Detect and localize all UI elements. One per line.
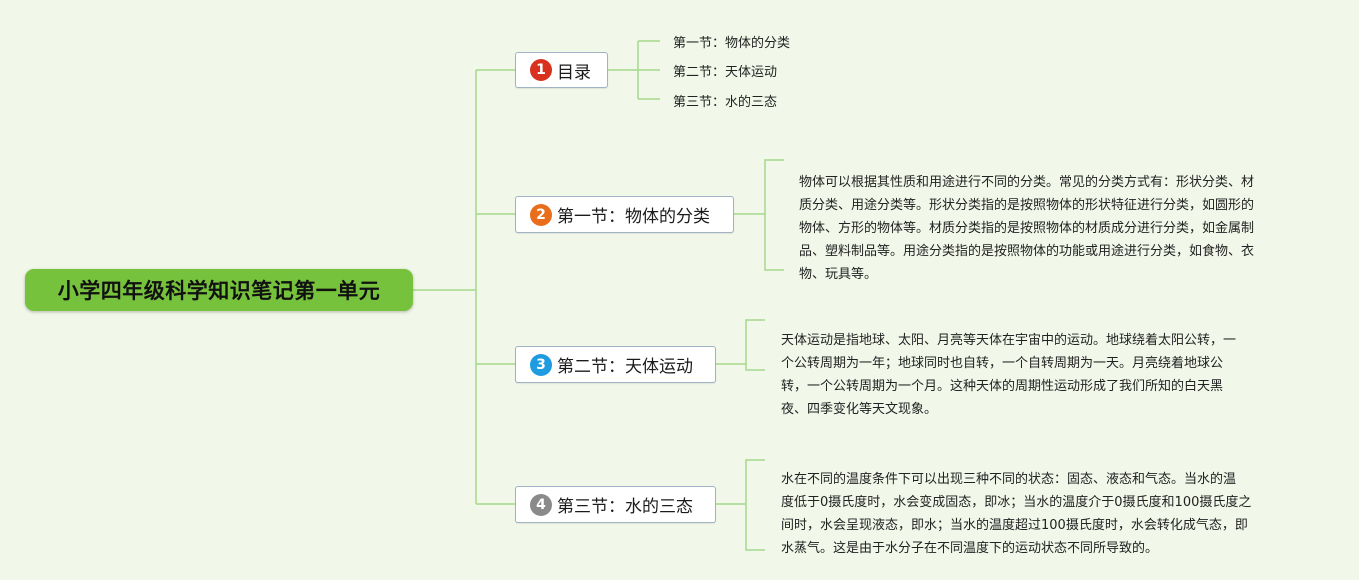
subtopic-item[interactable]: 第三节：水的三态 [673, 95, 778, 110]
subtopic-item[interactable]: 第二节：天体运动 [673, 65, 778, 80]
note-line: 水在不同的温度条件下可以出现三种不同的状态：固态、液态和气态。当水的温 [781, 472, 1237, 487]
branch-label: 目录 [557, 62, 591, 83]
branch-label: 第二节：天体运动 [557, 357, 693, 377]
note-section-2: 天体运动是指地球、太阳、月亮等天体在宇宙中的运动。地球绕着太阳公转，一 个公转周… [781, 329, 1236, 421]
note-section-3: 水在不同的温度条件下可以出现三种不同的状态：固态、液态和气态。当水的温 度低于0… [781, 468, 1251, 560]
note-line: 个公转周期为一年；地球同时也自转，一个自转周期为一天。月亮绕着地球公 [781, 356, 1224, 371]
connector-branch-3-bracket [745, 319, 765, 371]
note-line: 度低于0摄氏度时，水会变成固态，即冰；当水的温度介于0摄氏度和100摄氏度之 [781, 495, 1252, 510]
connector-branch-2-bracket [764, 159, 784, 271]
connector-branch-4-bracket [745, 459, 765, 551]
note-line: 夜、四季变化等天文现象。 [781, 402, 938, 417]
branch-topic-section-2[interactable]: 3 第二节：天体运动 [515, 346, 716, 383]
note-line: 间时，水会呈现液态，即水；当水的温度超过100摄氏度时，水会转化成气态，即 [781, 518, 1248, 533]
note-line: 物、玩具等。 [799, 267, 878, 282]
branch-topic-contents[interactable]: 1 目录 [515, 52, 608, 88]
note-line: 质分类、用途分类等。形状分类指的是按照物体的形状特征进行分类，如圆形的 [799, 198, 1255, 213]
root-title: 小学四年级科学知识笔记第一单元 [57, 279, 381, 303]
note-line: 物体、方形的物体等。材质分类指的是按照物体的材质成分进行分类，如金属制 [799, 221, 1255, 236]
note-section-1: 物体可以根据其性质和用途进行不同的分类。常见的分类方式有：形状分类、材 质分类、… [799, 171, 1254, 286]
note-line: 品、塑料制品等。用途分类指的是按照物体的功能或用途进行分类，如食物、衣 [799, 244, 1255, 259]
number-4-icon: 4 [530, 493, 552, 516]
number-3-icon: 3 [530, 353, 552, 376]
number-1-icon: 1 [530, 59, 552, 81]
note-line: 水蒸气。这是由于水分子在不同温度下的运动状态不同所导致的。 [781, 541, 1159, 556]
root-topic[interactable]: 小学四年级科学知识笔记第一单元 [25, 269, 413, 311]
branch-label: 第三节：水的三态 [557, 497, 693, 517]
subtopic-item[interactable]: 第一节：物体的分类 [673, 36, 791, 51]
note-line: 转，一个公转周期为一个月。这种天体的周期性运动形成了我们所知的白天黑 [781, 379, 1224, 394]
number-2-icon: 2 [530, 203, 552, 226]
branch-label: 第一节：物体的分类 [557, 207, 710, 227]
note-line: 天体运动是指地球、太阳、月亮等天体在宇宙中的运动。地球绕着太阳公转，一 [781, 333, 1237, 348]
branch-topic-section-1[interactable]: 2 第一节：物体的分类 [515, 196, 734, 233]
note-line: 物体可以根据其性质和用途进行不同的分类。常见的分类方式有：形状分类、材 [799, 175, 1255, 190]
branch-topic-section-3[interactable]: 4 第三节：水的三态 [515, 486, 716, 523]
